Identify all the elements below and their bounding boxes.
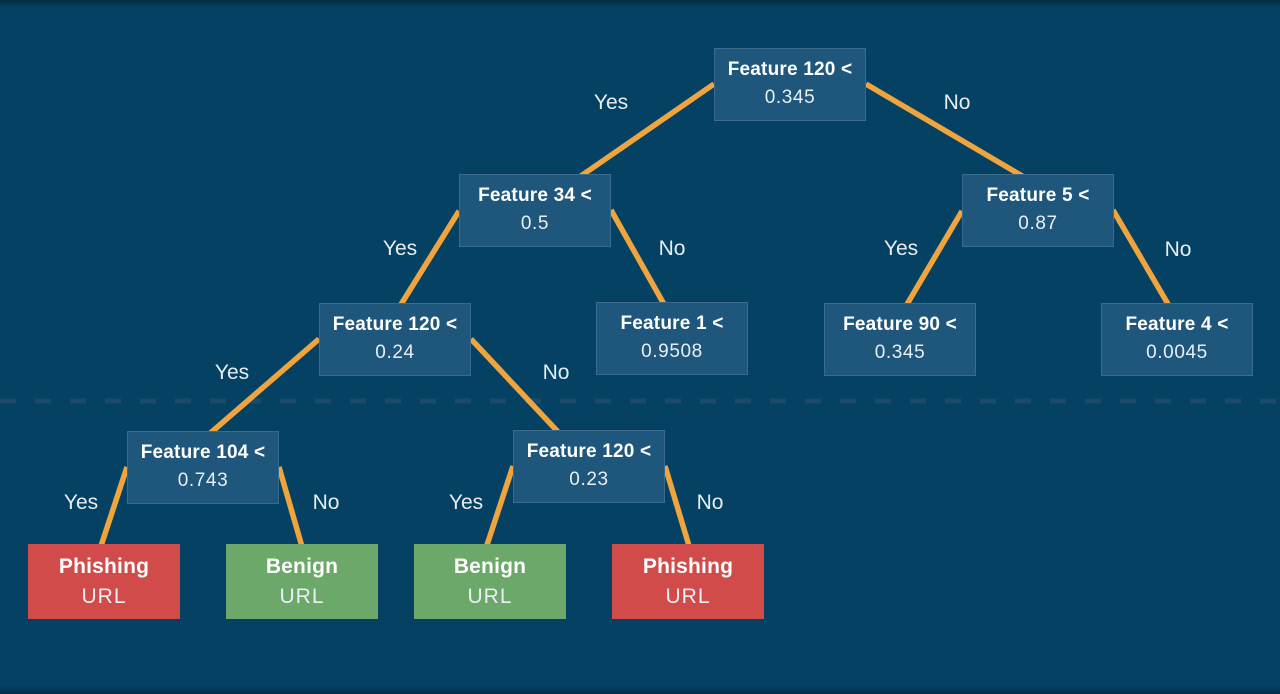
- branch-label-no: No: [658, 237, 686, 260]
- node-condition-text: Feature 1 <: [620, 313, 724, 335]
- branch-label-yes: Yes: [63, 491, 99, 514]
- decision-node: Feature 4 < 0.0045: [1101, 303, 1253, 376]
- node-condition-text: Feature 104 <: [140, 442, 266, 464]
- node-condition-text: Feature 90 <: [843, 314, 957, 336]
- branch-label-no: No: [943, 91, 971, 114]
- branch-line: [662, 465, 693, 550]
- node-condition-text: Feature 4 <: [1125, 314, 1229, 336]
- branch-label-yes: Yes: [593, 91, 629, 114]
- branch-label-no: No: [542, 361, 570, 384]
- node-value-text: URL: [81, 585, 127, 608]
- decision-node: Feature 120 < 0.23: [513, 430, 665, 503]
- node-condition-text: Feature 120 <: [332, 314, 458, 336]
- branch-label-yes: Yes: [448, 491, 484, 514]
- node-value-text: 0.345: [874, 342, 926, 363]
- node-value-text: URL: [467, 585, 513, 608]
- branch-line: [483, 465, 516, 549]
- node-value-text: 0.5: [520, 213, 550, 234]
- node-value-text: 0.345: [764, 87, 816, 108]
- node-condition-text: Phishing: [642, 554, 734, 578]
- branch-line: [1110, 208, 1171, 306]
- branch-label-yes: Yes: [382, 237, 418, 260]
- branch-line: [205, 336, 321, 439]
- node-value-text: 0.0045: [1146, 342, 1208, 363]
- node-condition-text: Feature 34 <: [478, 185, 592, 207]
- branch-line: [864, 81, 1031, 183]
- branch-label-yes: Yes: [883, 237, 919, 260]
- node-value-text: 0.87: [1018, 213, 1058, 234]
- decision-node: Feature 34 < 0.5: [459, 174, 611, 247]
- decision-node: Feature 120 < 0.345: [714, 48, 866, 121]
- node-condition-text: Benign: [453, 554, 527, 578]
- branch-line: [608, 208, 668, 308]
- branch-line: [276, 466, 306, 551]
- node-condition-text: Feature 120 <: [727, 59, 853, 81]
- node-value-text: URL: [665, 585, 711, 608]
- node-condition-text: Phishing: [58, 554, 150, 578]
- branch-line: [397, 209, 462, 308]
- decision-node: Feature 104 < 0.743: [127, 431, 279, 504]
- decision-node: Feature 90 < 0.345: [824, 303, 976, 376]
- node-condition-text: Feature 120 <: [526, 441, 652, 463]
- branch-line: [97, 466, 130, 550]
- branch-label-no: No: [312, 491, 340, 514]
- node-value-text: 0.23: [569, 469, 609, 490]
- branch-label-yes: Yes: [214, 361, 250, 384]
- node-condition-text: Benign: [265, 554, 339, 578]
- node-value-text: 0.743: [177, 470, 229, 491]
- decision-node: Feature 120 < 0.24: [319, 303, 471, 376]
- decision-node: Feature 1 < 0.9508: [596, 302, 748, 375]
- branch-line: [576, 81, 716, 181]
- branch-label-no: No: [696, 491, 724, 514]
- node-value-text: 0.24: [375, 342, 415, 363]
- branch-label-no: No: [1164, 238, 1192, 261]
- node-value-text: URL: [279, 585, 325, 608]
- node-value-text: 0.9508: [641, 341, 703, 362]
- node-condition-text: Feature 5 <: [986, 185, 1090, 207]
- branch-line: [468, 337, 563, 436]
- branch-line: [903, 209, 965, 308]
- decision-node: Feature 5 < 0.87: [962, 174, 1114, 247]
